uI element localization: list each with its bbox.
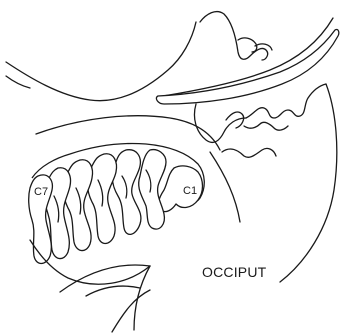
occipital-lower-wave: [222, 148, 276, 157]
head-outline: [6, 22, 196, 101]
spine-lower-arch: [86, 286, 140, 296]
occipital-teeth: [244, 122, 288, 130]
label-occiput: OCCIPUT: [202, 264, 267, 280]
neck-outline-front: [210, 152, 240, 222]
label-c1: C1: [183, 185, 197, 197]
vertebra-c2: [139, 150, 166, 229]
occipital-bone-back: [280, 84, 337, 282]
sinus-curve: [238, 38, 257, 52]
label-c7: C7: [34, 186, 48, 198]
occipital-contour: [194, 104, 246, 142]
posterior-lower-skin: [112, 290, 150, 332]
sella-contour: [200, 12, 268, 60]
mouth-contour: [6, 76, 30, 88]
